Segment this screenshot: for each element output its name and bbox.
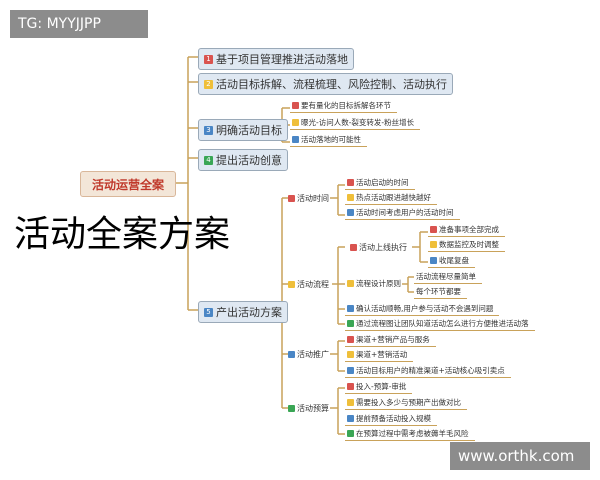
- overlay-tag-top: TG: MYYJJPP: [10, 10, 148, 38]
- leaf-label: 渠道+营销活动: [356, 350, 408, 359]
- branch-label: 明确活动目标: [216, 124, 282, 137]
- leaf-label: 活动时间考虑用户的活动时间: [356, 208, 454, 217]
- badge-blue: [347, 305, 354, 312]
- leaf-label: 提前预备活动投入规模: [356, 414, 431, 423]
- leaf-label: 每个环节都要: [416, 287, 461, 296]
- badge-yellow: [347, 399, 354, 406]
- leaf-label: 在预算过程中需考虑被薅羊毛风险: [356, 429, 469, 438]
- leaf[interactable]: 要有量化的目标拆解各环节: [290, 100, 397, 113]
- leaf-label: 曝光-访问人数-裂变转发-粉丝增长: [301, 118, 415, 127]
- badge-yellow: [347, 194, 354, 201]
- sub-node-budget[interactable]: 活动预算: [288, 403, 329, 414]
- leaf[interactable]: 提前预备活动投入规模: [345, 413, 437, 426]
- badge-1: 1: [204, 54, 213, 64]
- sub-label: 活动推广: [297, 350, 329, 359]
- overlay-tag-bottom: www.orthk.com: [450, 442, 590, 470]
- leaf-label: 确认活动顺畅,用户参与活动不会遇到问题: [356, 304, 494, 313]
- leaf[interactable]: 每个环节都要: [414, 286, 467, 299]
- sub-label: 流程设计原则: [356, 279, 401, 288]
- leaf-label: 收尾复盘: [439, 256, 469, 265]
- badge-blue: [430, 257, 437, 264]
- badge-yellow: [430, 241, 437, 248]
- leaf[interactable]: 活动时间考虑用户的活动时间: [345, 207, 460, 220]
- leaf-label: 通过流程图让团队知道活动怎么进行方便推进活动落: [356, 319, 529, 328]
- leaf[interactable]: 确认活动顺畅,用户参与活动不会遇到问题: [345, 303, 500, 316]
- leaf[interactable]: 在预算过程中需考虑被薅羊毛风险: [345, 428, 475, 441]
- root-label: 活动运营全案: [91, 177, 164, 192]
- branch-label: 基于项目管理推进活动落地: [216, 53, 348, 66]
- leaf[interactable]: 曝光-访问人数-裂变转发-粉丝增长: [290, 117, 421, 130]
- badge-4: 4: [204, 155, 213, 165]
- badge-red: [292, 102, 299, 109]
- root-node[interactable]: 活动运营全案: [80, 171, 176, 197]
- leaf-label: 活动流程尽量简单: [416, 272, 476, 281]
- badge-blue: [288, 351, 295, 358]
- badge-yellow: [347, 280, 354, 287]
- sub-node-time[interactable]: 活动时间: [288, 193, 329, 204]
- sub-label: 活动预算: [297, 404, 329, 413]
- leaf-label: 要有量化的目标拆解各环节: [301, 101, 391, 110]
- leaf[interactable]: 收尾复盘: [428, 255, 475, 268]
- leaf[interactable]: 热点活动跟进越快越好: [345, 192, 437, 205]
- badge-red: [430, 226, 437, 233]
- badge-blue: [347, 415, 354, 422]
- sub-node-launch[interactable]: 活动上线执行: [350, 242, 407, 253]
- leaf[interactable]: 活动目标用户的精准渠道+活动核心吸引卖点: [345, 365, 511, 378]
- watermark-title: 活动全案方案: [14, 214, 231, 255]
- sub-label: 活动流程: [297, 280, 329, 289]
- branch-label: 产出活动方案: [216, 306, 282, 319]
- badge-red: [347, 336, 354, 343]
- leaf-label: 渠道+营销产品与服务: [356, 335, 430, 344]
- leaf[interactable]: 投入-预算-审批: [345, 381, 413, 394]
- leaf-label: 数据监控及时调整: [439, 240, 499, 249]
- sub-node-design[interactable]: 流程设计原则: [345, 278, 407, 290]
- badge-yellow: [292, 119, 299, 126]
- leaf[interactable]: 渠道+营销活动: [345, 349, 414, 362]
- sub-node-promotion[interactable]: 活动推广: [288, 349, 329, 360]
- leaf[interactable]: 活动流程尽量简单: [414, 271, 482, 284]
- sub-node-flow[interactable]: 活动流程: [288, 279, 329, 290]
- badge-red: [347, 383, 354, 390]
- leaf-label: 准备事项全部完成: [439, 225, 499, 234]
- leaf-label: 活动目标用户的精准渠道+活动核心吸引卖点: [356, 366, 505, 375]
- leaf[interactable]: 活动落地的可能性: [290, 134, 367, 147]
- badge-green: [347, 320, 354, 327]
- leaf-label: 活动启动的时间: [356, 178, 409, 187]
- badge-green: [347, 430, 354, 437]
- leaf-label: 需要投入多少与预期产出做对比: [356, 398, 461, 407]
- branch-label: 活动目标拆解、流程梳理、风险控制、活动执行: [216, 78, 447, 91]
- leaf-label: 热点活动跟进越快越好: [356, 193, 431, 202]
- badge-blue: [347, 367, 354, 374]
- badge-blue: [347, 209, 354, 216]
- badge-red: [288, 195, 295, 202]
- badge-red: [350, 244, 357, 251]
- branch-label: 提出活动创意: [216, 154, 282, 167]
- leaf[interactable]: 准备事项全部完成: [428, 224, 505, 237]
- badge-5: 5: [204, 307, 213, 317]
- badge-red: [347, 179, 354, 186]
- sub-label: 活动上线执行: [359, 243, 407, 252]
- leaf[interactable]: 通过流程图让团队知道活动怎么进行方便推进活动落: [345, 318, 535, 331]
- sub-label: 活动时间: [297, 194, 329, 203]
- badge-green: [288, 405, 295, 412]
- leaf[interactable]: 数据监控及时调整: [428, 239, 505, 252]
- leaf[interactable]: 渠道+营销产品与服务: [345, 334, 436, 347]
- badge-yellow: [347, 351, 354, 358]
- leaf[interactable]: 活动启动的时间: [345, 177, 415, 190]
- badge-3: 3: [204, 125, 213, 135]
- leaf[interactable]: 需要投入多少与预期产出做对比: [345, 397, 467, 410]
- badge-blue: [292, 136, 299, 143]
- badge-2: 2: [204, 79, 213, 89]
- leaf-label: 活动落地的可能性: [301, 135, 361, 144]
- leaf-label: 投入-预算-审批: [356, 382, 407, 391]
- badge-yellow: [288, 281, 295, 288]
